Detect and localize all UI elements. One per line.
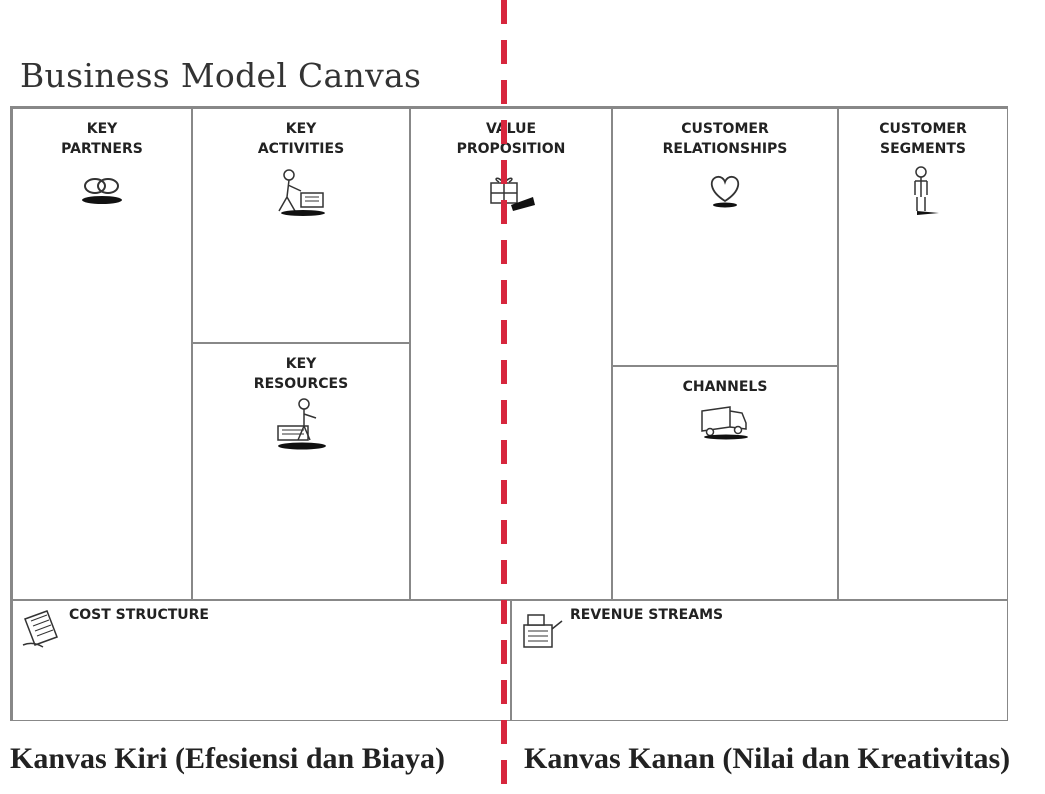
canvas-title: Business Model Canvas (20, 56, 422, 95)
block-key-activities: KEY ACTIVITIES (192, 108, 410, 343)
revenue-streams-label: REVENUE STREAMS (570, 607, 724, 623)
block-customer-relationships: CUSTOMER RELATIONSHIPS (612, 108, 838, 366)
key-activities-label: KEY ACTIVITIES (257, 121, 345, 157)
cash-register-icon (523, 614, 563, 648)
block-customer-segments: CUSTOMER SEGMENTS (838, 108, 1008, 600)
business-model-canvas: KEY PARTNERS KEY ACTIVITIES KEY RESOURCE… (10, 106, 1008, 721)
center-dashed-divider (501, 0, 507, 794)
value-proposition-label: VALUE PROPOSITION (456, 121, 566, 157)
block-key-partners: KEY PARTNERS (12, 108, 192, 600)
customer-segments-label: CUSTOMER SEGMENTS (879, 121, 967, 157)
block-key-resources: KEY RESOURCES (192, 343, 410, 600)
key-partners-label: KEY PARTNERS (61, 121, 143, 157)
linked-rings-icon (82, 178, 122, 204)
cost-structure-label: COST STRUCTURE (69, 607, 209, 623)
block-cost-structure: COST STRUCTURE (12, 600, 511, 721)
heart-icon (710, 175, 740, 208)
worker-icon (278, 169, 325, 216)
gift-box-icon (490, 177, 535, 211)
key-resources-label: KEY RESOURCES (253, 356, 349, 392)
customer-relationships-label: CUSTOMER RELATIONSHIPS (662, 121, 788, 157)
left-canvas-caption: Kanvas Kiri (Efesiensi dan Biaya) (10, 742, 446, 775)
block-value-proposition: VALUE PROPOSITION (410, 108, 612, 600)
delivery-truck-icon (701, 406, 748, 440)
block-revenue-streams: REVENUE STREAMS (511, 600, 1008, 721)
channels-label: CHANNELS (682, 379, 768, 395)
standing-person-icon (914, 166, 939, 215)
right-canvas-caption: Kanvas Kanan (Nilai dan Kreativitas) (524, 742, 1011, 775)
person-with-resources-icon (277, 398, 326, 450)
receipt-icon (22, 610, 58, 648)
block-channels: CHANNELS (612, 366, 838, 600)
